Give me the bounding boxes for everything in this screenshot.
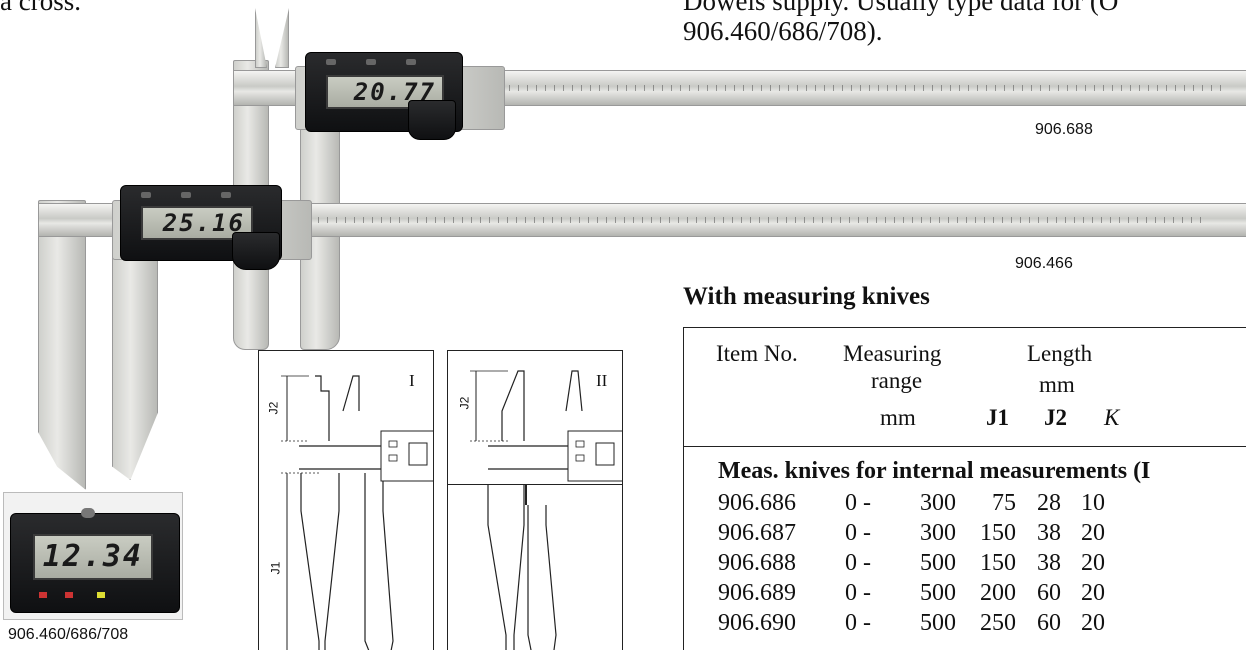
diagram-box-2-drawing [470, 370, 622, 482]
cell-item: 906.690 [718, 610, 796, 636]
col-header-k: K [1104, 405, 1120, 430]
table-header-divider [683, 446, 1246, 447]
col-header-range-1: Measuring [843, 341, 942, 366]
cell-range-to: 500 [920, 580, 956, 606]
cell-item: 906.687 [718, 520, 796, 546]
cell-j2: 60 [1037, 610, 1061, 636]
cell-k: 20 [1081, 610, 1105, 636]
cell-j2: 38 [1037, 550, 1061, 576]
col-header-item: Item No. [716, 341, 798, 366]
cell-range-from: 0 - [845, 520, 871, 546]
inset-display: 12.34 [10, 508, 180, 613]
caliper-top-lcd: 20.77 [326, 75, 444, 109]
inset-model-label: 906.460/686/708 [8, 626, 129, 643]
diagram-box-2-roman: II [596, 371, 608, 390]
diagram-box-1-j2-label: J2 [266, 401, 281, 415]
caliper-bottom-lcd: 25.16 [141, 206, 253, 240]
cell-j1: 250 [980, 610, 1016, 636]
table-row: 906.686 0 - 300 75 28 10 [718, 490, 1138, 520]
inset-lcd: 12.34 [33, 534, 153, 580]
cell-range-to: 300 [920, 520, 956, 546]
cell-j1: 75 [992, 490, 1016, 516]
caliper-top-knife-tip [255, 8, 267, 68]
diagram-box-1: I J2 J1 [258, 350, 434, 650]
cell-item: 906.686 [718, 490, 796, 516]
caliper-top-knife-tip-2 [275, 8, 289, 68]
cell-range-to: 500 [920, 610, 956, 636]
col-header-length-2: mm [1039, 372, 1075, 397]
cell-j2: 60 [1037, 580, 1061, 606]
table-row: 906.690 0 - 500 250 60 20 [718, 610, 1138, 640]
col-header-length-1: Length [1027, 341, 1093, 366]
inset-caliper-photo: 12.34 [3, 492, 183, 620]
cell-j1: 150 [980, 520, 1016, 546]
table-section-title: Meas. knives for internal measurements (… [718, 458, 1151, 484]
table-rows: 906.686 0 - 300 75 28 10 906.687 0 - 300… [718, 490, 1138, 640]
caliper-bottom-display: 25.16 [120, 185, 282, 261]
cell-j2: 28 [1037, 490, 1061, 516]
top-left-text-fragment: a cross. [0, 0, 81, 16]
cell-range-from: 0 - [845, 490, 871, 516]
cell-k: 20 [1081, 550, 1105, 576]
cell-range-to: 300 [920, 490, 956, 516]
col-header-range-3: mm [880, 405, 916, 430]
top-right-text-line1: Dowels supply. Usually type data for (O [683, 0, 1119, 16]
top-right-text: Dowels supply. Usually type data for (O … [683, 0, 1118, 46]
diagram-box-3-drawing [487, 485, 557, 650]
diagram-box-1-roman: I [409, 371, 415, 390]
caliper-bottom-fixed-jaw [38, 200, 86, 490]
diagram-box-3 [447, 484, 623, 650]
spec-table [683, 327, 1246, 650]
top-right-text-line2: 906.460/686/708). [683, 16, 883, 46]
cell-j1: 200 [980, 580, 1016, 606]
table-row: 906.689 0 - 500 200 60 20 [718, 580, 1138, 610]
cell-range-from: 0 - [845, 580, 871, 606]
cell-range-to: 500 [920, 550, 956, 576]
cell-j2: 38 [1037, 520, 1061, 546]
cell-k: 10 [1081, 490, 1105, 516]
diagram-box-1-drawing [281, 375, 433, 650]
caliper-bottom-model-label: 906.466 [1015, 255, 1073, 272]
diagram-box-1-j1-label: J1 [268, 561, 283, 575]
cell-k: 20 [1081, 520, 1105, 546]
cell-item: 906.689 [718, 580, 796, 606]
caliper-bottom-display-bottom [232, 232, 280, 270]
col-header-range-2: range [871, 368, 923, 393]
col-header-j1: J1 [986, 405, 1009, 430]
cell-range-from: 0 - [845, 610, 871, 636]
table-row: 906.688 0 - 500 150 38 20 [718, 550, 1138, 580]
section-heading: With measuring knives [683, 283, 930, 310]
caliper-top-model-label: 906.688 [1035, 121, 1093, 138]
cell-j1: 150 [980, 550, 1016, 576]
diagram-box-2-j2-label: J2 [457, 396, 472, 410]
table-row: 906.687 0 - 300 150 38 20 [718, 520, 1138, 550]
col-header-j2: J2 [1044, 405, 1067, 430]
cell-range-from: 0 - [845, 550, 871, 576]
cell-item: 906.688 [718, 550, 796, 576]
caliper-top-display-bottom [408, 100, 456, 140]
cell-k: 20 [1081, 580, 1105, 606]
diagram-box-2: II J2 [447, 350, 623, 485]
